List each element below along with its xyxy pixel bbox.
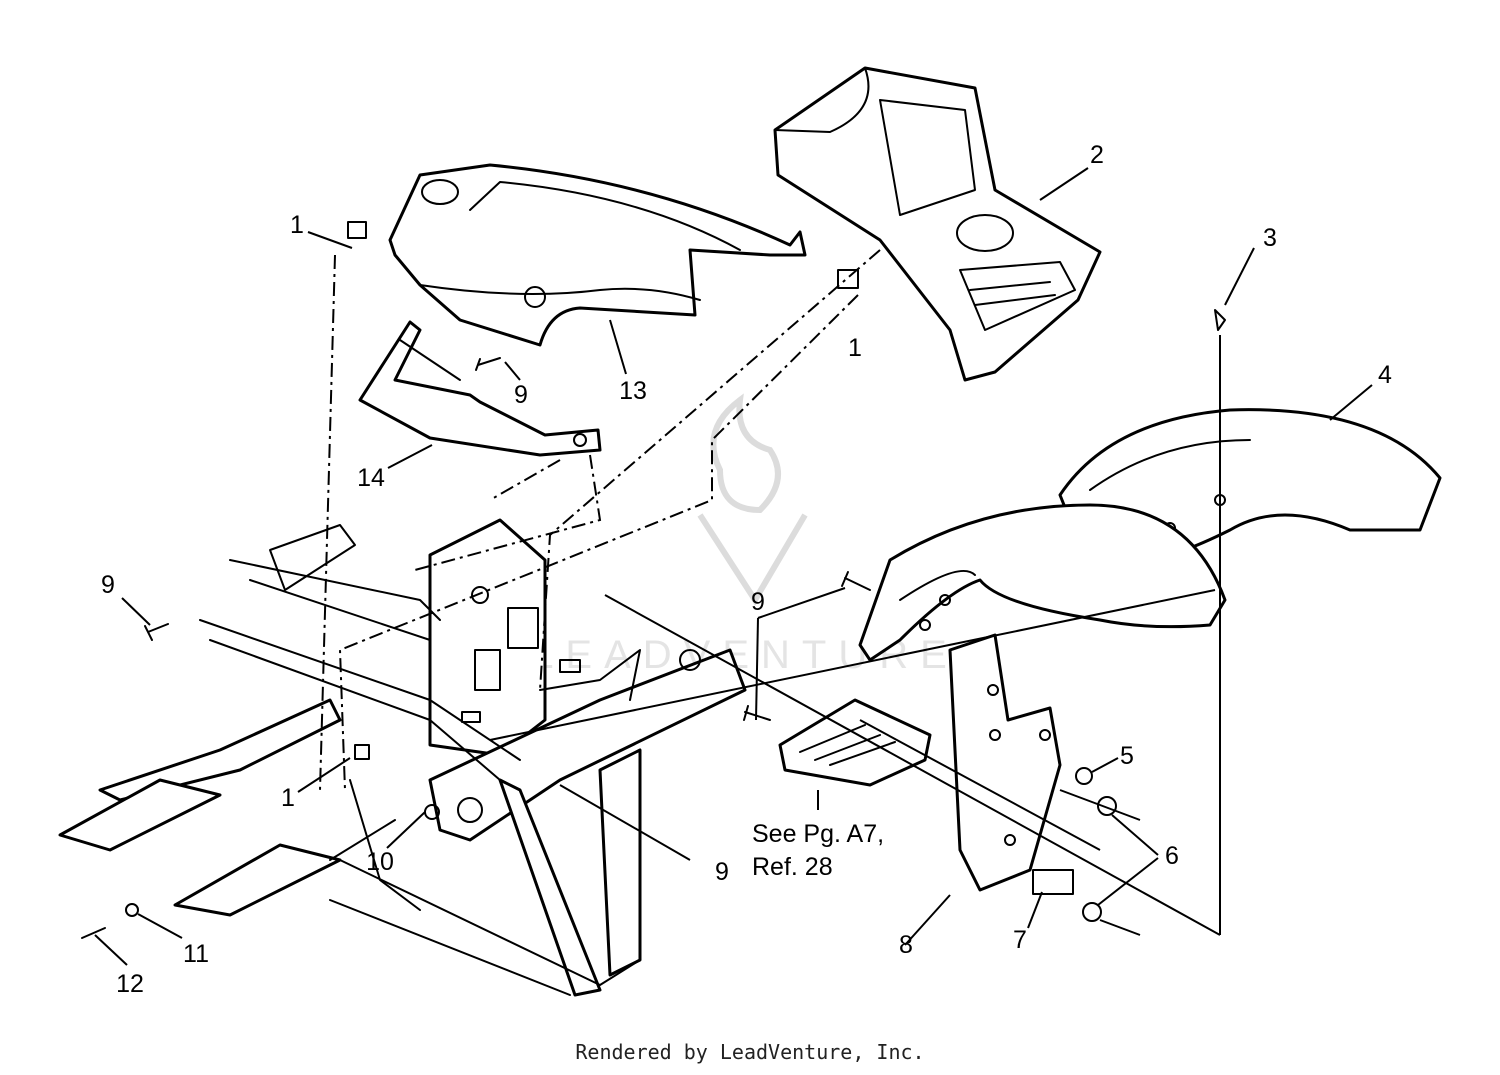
- callout-4: 4: [1378, 361, 1392, 389]
- part-2-rear-cover: [773, 66, 1102, 382]
- footer-credit: Rendered by LeadVenture, Inc.: [575, 1040, 925, 1064]
- callout-labels: 1 1 1 2 3 4 5 6 7 8 9 9 9 9 10 11 12 13 …: [101, 141, 1392, 998]
- part-14-splash-panel: [358, 320, 602, 457]
- callout-9: 9: [101, 571, 115, 599]
- reference-note-line-1: See Pg. A7,: [752, 820, 884, 848]
- part-9-bolt-b: [841, 571, 871, 591]
- callout-1: 1: [848, 334, 862, 362]
- callout-5: 5: [1120, 742, 1134, 770]
- part-7-plate: [1032, 869, 1074, 895]
- assembly-lines: [319, 249, 1221, 936]
- callout-10: 10: [366, 848, 394, 876]
- part-11-washer: [125, 903, 139, 917]
- callout-3: 3: [1263, 224, 1277, 252]
- part-9-bolt-c: [743, 705, 771, 721]
- part-12-screw: [81, 927, 106, 939]
- part-8-mud-flap: [948, 633, 1062, 892]
- callout-9: 9: [715, 858, 729, 886]
- callout-7: 7: [1013, 926, 1027, 954]
- callout-9: 9: [514, 381, 528, 409]
- part-5-washer: [1075, 767, 1093, 785]
- part-6-nut-lower: [1082, 902, 1102, 922]
- footrest-assembly: [778, 698, 932, 787]
- part-9-bolt-d: [475, 357, 501, 371]
- part-9-bolt-a: [144, 623, 169, 641]
- part-6-nut-upper: [1097, 796, 1117, 816]
- callout-13: 13: [619, 377, 647, 405]
- callout-2: 2: [1090, 141, 1104, 169]
- callout-11: 11: [183, 940, 209, 968]
- reference-note-line-2: Ref. 28: [752, 853, 833, 881]
- part-3-fastener: [1214, 309, 1226, 331]
- callout-6: 6: [1165, 842, 1179, 870]
- callout-1: 1: [290, 211, 304, 239]
- leader-lines: [94, 167, 1373, 966]
- callout-14: 14: [357, 464, 385, 492]
- callout-1: 1: [281, 784, 295, 812]
- part-1-nut-left: [347, 221, 367, 239]
- part-1-nut-right: [837, 269, 859, 289]
- part-13-front-cover: [388, 163, 807, 347]
- callout-9: 9: [751, 588, 765, 616]
- main-frame: [58, 518, 747, 997]
- callout-12: 12: [116, 970, 144, 998]
- part-8-front-fender: [858, 503, 1227, 662]
- part-1-nut-frame: [354, 744, 370, 760]
- leadventure-watermark-logo: [697, 393, 808, 606]
- callout-8: 8: [899, 931, 913, 959]
